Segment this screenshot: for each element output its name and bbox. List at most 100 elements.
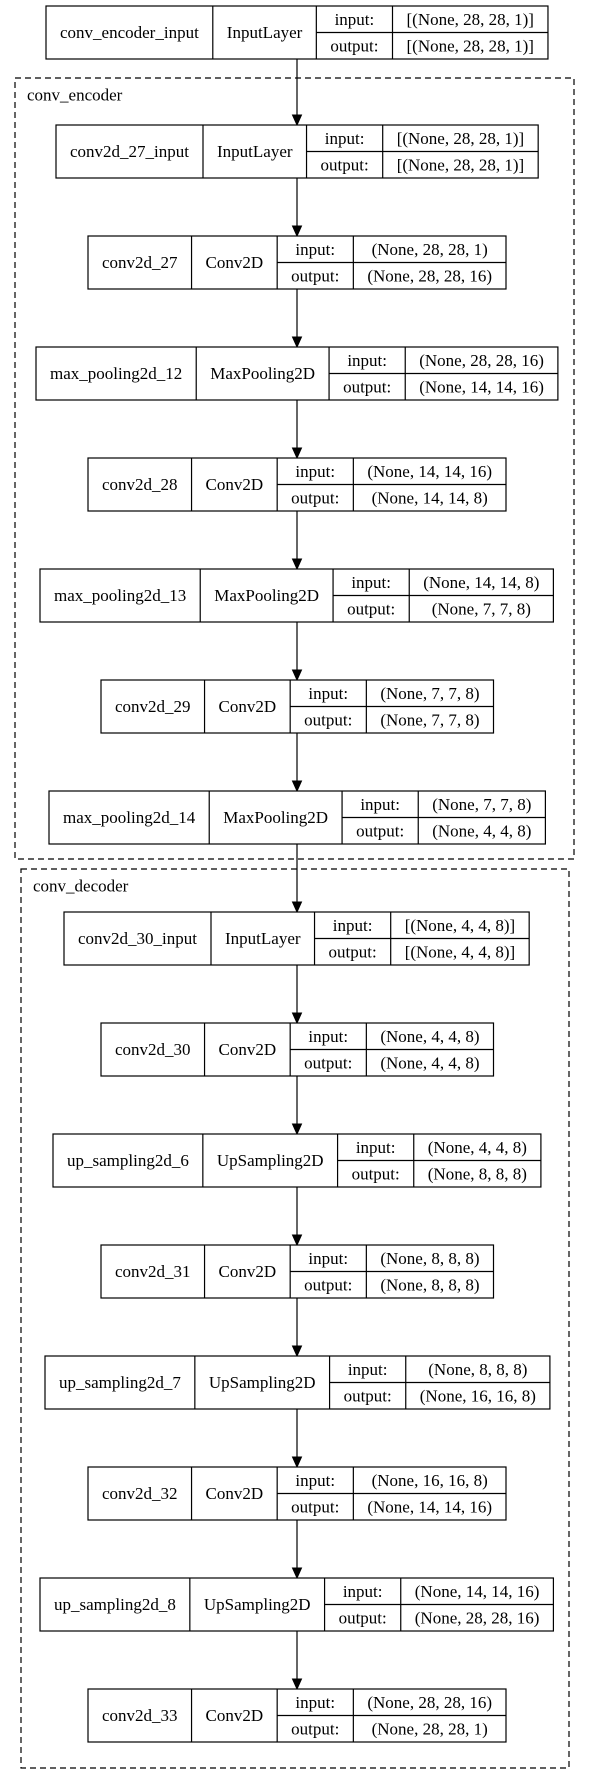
output-shape: (None, 14, 14, 16)	[367, 1497, 492, 1516]
layer-name: max_pooling2d_14	[63, 808, 196, 827]
layer-type: InputLayer	[227, 23, 303, 42]
output-label: output:	[291, 1719, 339, 1738]
layer-type: Conv2D	[206, 1706, 264, 1725]
output-shape: (None, 7, 7, 8)	[380, 710, 479, 729]
input-shape: (None, 14, 14, 16)	[367, 462, 492, 481]
output-shape: (None, 8, 8, 8)	[428, 1164, 527, 1183]
input-label: input:	[347, 351, 387, 370]
edge-arrow	[291, 1409, 303, 1469]
input-shape: (None, 8, 8, 8)	[380, 1249, 479, 1268]
output-label: output:	[339, 1608, 387, 1627]
input-shape: [(None, 4, 4, 8)]	[405, 916, 515, 935]
arrowhead	[291, 336, 303, 349]
edge-arrow	[291, 733, 303, 793]
node-box	[35, 346, 559, 401]
input-label: input:	[348, 1360, 388, 1379]
layer-type: MaxPooling2D	[223, 808, 328, 827]
layer-name: conv2d_28	[102, 475, 178, 494]
layer-type: InputLayer	[217, 142, 293, 161]
output-shape: (None, 8, 8, 8)	[380, 1275, 479, 1294]
output-label: output:	[304, 710, 352, 729]
output-shape: (None, 4, 4, 8)	[432, 821, 531, 840]
input-label: input:	[308, 684, 348, 703]
input-label: input:	[325, 129, 365, 148]
arrowhead	[291, 1345, 303, 1358]
output-label: output:	[304, 1275, 352, 1294]
input-shape: (None, 28, 28, 16)	[367, 1693, 492, 1712]
output-label: output:	[344, 1386, 392, 1405]
layer-type: Conv2D	[206, 475, 264, 494]
edge-arrow	[291, 400, 303, 460]
arrowhead	[291, 558, 303, 571]
output-shape: (None, 28, 28, 16)	[415, 1608, 540, 1627]
edge-arrow	[291, 178, 303, 238]
input-label: input:	[295, 462, 335, 481]
output-shape: (None, 7, 7, 8)	[432, 599, 531, 618]
input-label: input:	[295, 1693, 335, 1712]
layer-type: Conv2D	[206, 1484, 264, 1503]
edge-arrow	[291, 1298, 303, 1358]
output-shape: (None, 4, 4, 8)	[380, 1053, 479, 1072]
output-label: output:	[356, 821, 404, 840]
input-shape: (None, 14, 14, 8)	[423, 573, 539, 592]
output-shape: (None, 14, 14, 16)	[419, 377, 544, 396]
output-shape: (None, 14, 14, 8)	[372, 488, 488, 507]
layer-type: Conv2D	[219, 697, 277, 716]
arrowhead	[291, 1123, 303, 1136]
input-label: input:	[295, 1471, 335, 1490]
arrowhead	[291, 1234, 303, 1247]
layer-name: max_pooling2d_13	[54, 586, 186, 605]
input-shape: (None, 4, 4, 8)	[380, 1027, 479, 1046]
layer-name: max_pooling2d_12	[50, 364, 182, 383]
output-shape: (None, 28, 28, 16)	[367, 266, 492, 285]
input-shape: (None, 7, 7, 8)	[380, 684, 479, 703]
layer-name: up_sampling2d_7	[59, 1373, 181, 1392]
edge-arrow	[291, 1187, 303, 1247]
output-shape: [(None, 4, 4, 8)]	[405, 942, 515, 961]
layer-name: up_sampling2d_8	[54, 1595, 176, 1614]
layer-type: InputLayer	[225, 929, 301, 948]
edge-arrow	[291, 965, 303, 1025]
output-label: output:	[291, 266, 339, 285]
input-shape: (None, 16, 16, 8)	[372, 1471, 488, 1490]
input-shape: (None, 14, 14, 16)	[415, 1582, 540, 1601]
input-label: input:	[356, 1138, 396, 1157]
layer-name: up_sampling2d_6	[67, 1151, 189, 1170]
input-shape: (None, 28, 28, 16)	[419, 351, 544, 370]
output-label: output:	[330, 36, 378, 55]
layer-type: Conv2D	[219, 1040, 277, 1059]
conv-encoder-cluster: conv_encoder	[14, 77, 575, 860]
layer-type: UpSampling2D	[217, 1151, 324, 1170]
input-shape: (None, 8, 8, 8)	[428, 1360, 527, 1379]
conv-decoder-cluster: conv_decoder	[20, 868, 570, 1769]
output-label: output:	[304, 1053, 352, 1072]
edge-arrow	[291, 1076, 303, 1136]
output-label: output:	[291, 1497, 339, 1516]
input-shape: (None, 4, 4, 8)	[428, 1138, 527, 1157]
layer-type: MaxPooling2D	[210, 364, 315, 383]
arrowhead	[291, 669, 303, 682]
arrowhead	[291, 1567, 303, 1580]
cluster-border	[20, 868, 570, 1769]
output-label: output:	[321, 155, 369, 174]
input-shape: [(None, 28, 28, 1)]	[407, 10, 534, 29]
layer-name: conv2d_33	[102, 1706, 178, 1725]
layer-type: MaxPooling2D	[214, 586, 319, 605]
edge-arrow	[291, 844, 303, 914]
output-shape: [(None, 28, 28, 1)]	[397, 155, 524, 174]
input-shape: (None, 7, 7, 8)	[432, 795, 531, 814]
output-label: output:	[352, 1164, 400, 1183]
layer-node-conv2d-33: conv2d_33 Conv2D input: output: (None, 28, 2…	[87, 1688, 507, 1743]
edge-arrow	[291, 622, 303, 682]
